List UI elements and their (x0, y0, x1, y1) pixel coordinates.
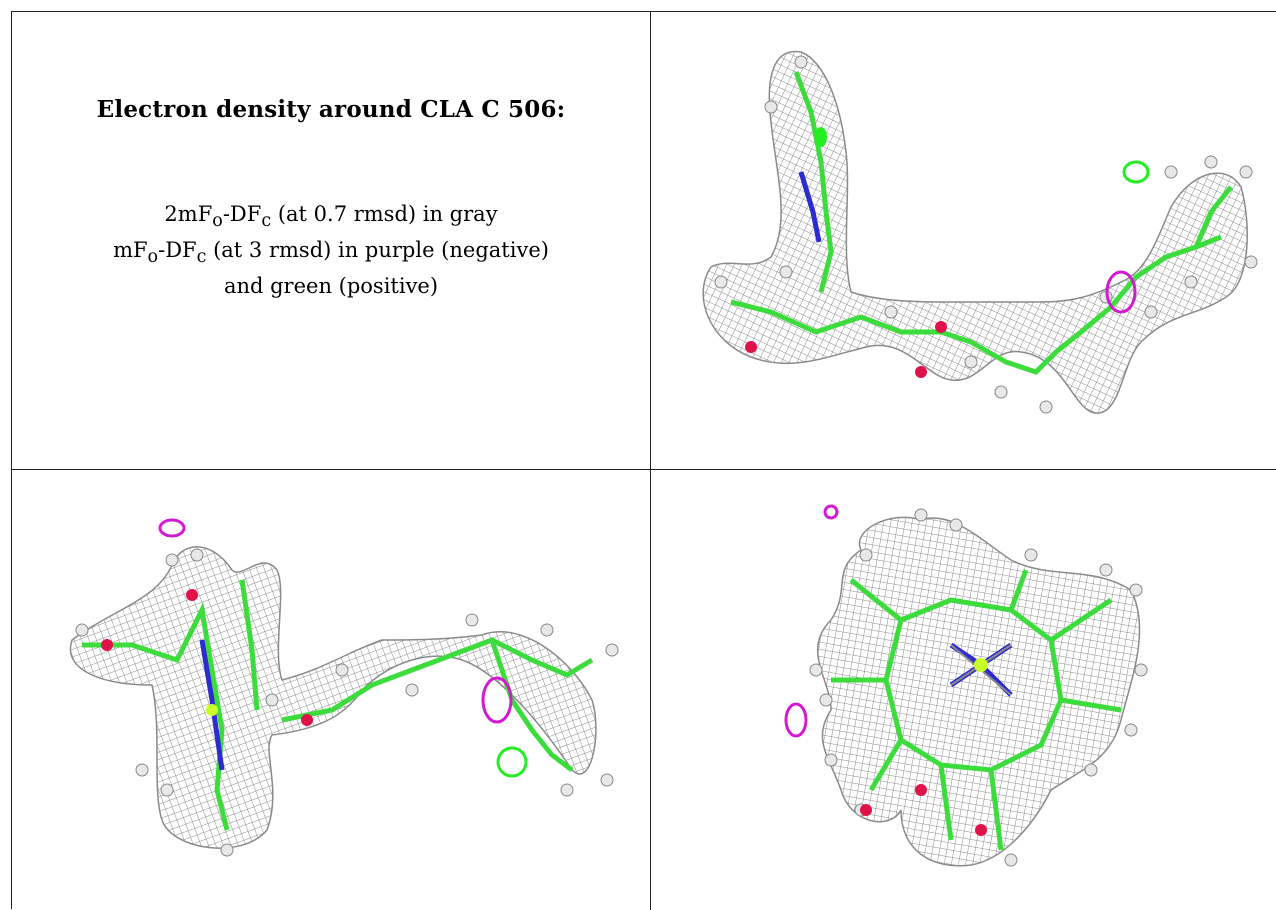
caption-line-3: and green (positive) (223, 274, 439, 299)
carbon-chain (82, 579, 594, 831)
negative-density-blob (481, 676, 513, 724)
caption-line-2: mFo-DFc (at 3 rmsd) in purple (negative) (113, 238, 549, 268)
molecule-view-bottom-left (12, 470, 651, 910)
molecule-view-top-right (651, 12, 1276, 470)
magnesium-atom (974, 658, 988, 672)
density-mesh (69, 546, 597, 849)
hydrogen-atoms (809, 508, 1148, 867)
density-render-edge (69, 518, 619, 857)
negative-density-blob (1105, 270, 1137, 314)
figure-table: Electron density around CLA C 506: 2mFo-… (11, 11, 1276, 910)
caption-line-1: 2mFo-DFc (at 0.7 rmsd) in gray (164, 202, 498, 232)
oxygen-atoms (101, 589, 313, 726)
molecule-view-bottom-right (651, 470, 1276, 910)
hydrogen-atoms (75, 548, 619, 857)
magnesium-atom (206, 704, 218, 716)
positive-density-blob (496, 746, 528, 778)
density-render-face (784, 504, 1148, 867)
caption-cell: Electron density around CLA C 506: 2mFo-… (12, 12, 651, 470)
carbon-ring (831, 569, 1122, 851)
density-render-side (702, 50, 1258, 414)
caption-body: 2mFo-DFc (at 0.7 rmsd) in gray mFo-DFc (… (12, 200, 650, 301)
negative-density-blob (784, 702, 808, 738)
positive-density-blob (1122, 160, 1150, 184)
oxygen-atoms (745, 321, 947, 378)
oxygen-atoms (860, 784, 987, 836)
caption-title: Electron density around CLA C 506: (96, 96, 566, 123)
carbon-chain (730, 71, 1233, 375)
